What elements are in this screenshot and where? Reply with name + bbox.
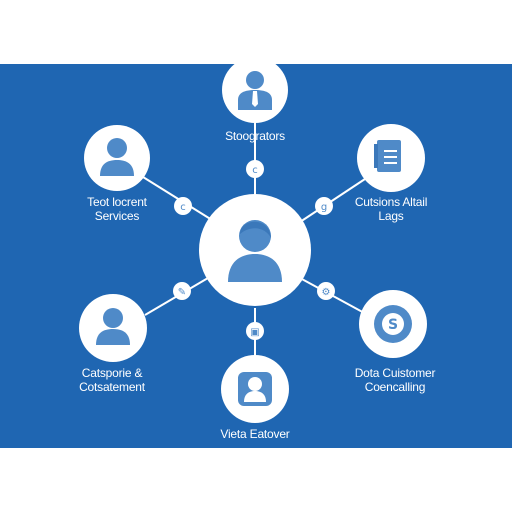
label-bottom: Vieta Eatover [200, 427, 310, 441]
node-top[interactable] [222, 57, 288, 123]
node-bottom-right[interactable]: S [359, 290, 427, 358]
node-bottom[interactable] [221, 355, 289, 423]
badge-top-right: g [315, 197, 333, 215]
node-top-right[interactable] [357, 124, 425, 192]
label-bottom-left: Catsporie & Cotsatement [62, 366, 162, 394]
connector-badges: c c g ✎ ⚙ ▣ [173, 160, 335, 340]
label-top-left: Teot locrent Services [67, 195, 167, 223]
node-top-left[interactable] [84, 125, 150, 191]
label-top-line-1: Stoogrators [225, 129, 285, 143]
business-person-icon [238, 71, 272, 110]
center-node[interactable] [199, 194, 311, 306]
label-bottom-line-1: Vieta Eatover [220, 427, 290, 441]
label-bottom-right-line-2: Coencalling [364, 380, 426, 394]
center-person-icon [228, 220, 282, 282]
label-top-left-line-2: Services [94, 209, 140, 223]
badge-bottom-left-glyph: ✎ [178, 287, 186, 298]
label-bottom-right: Dota Cuistomer Coencalling [340, 366, 450, 394]
label-top-left-line-1: Teot locrent [87, 195, 147, 209]
svg-text:S: S [388, 317, 398, 333]
connector-top-right [299, 176, 369, 223]
label-top-right-line-1: Cutsions Altail [354, 195, 428, 209]
badge-top-glyph: c [252, 165, 258, 176]
label-top-right: Cutsions Altail Lags [338, 195, 444, 223]
person-icon [96, 308, 130, 345]
connector-bottom-right [299, 277, 369, 316]
label-top-right-line-2: Lags [378, 209, 404, 223]
node-bottom-left[interactable] [79, 294, 147, 362]
badge-top-left: c [174, 197, 192, 215]
document-icon [374, 140, 401, 172]
label-bottom-right-line-1: Dota Cuistomer [354, 366, 436, 380]
badge-bottom-glyph: ▣ [250, 327, 259, 338]
label-bottom-left-line-2: Cotsatement [79, 380, 145, 394]
user-badge-icon [238, 372, 272, 406]
label-top: Stoogrators [205, 129, 305, 143]
badge-top-right-glyph: g [321, 202, 327, 213]
badge-bottom: ▣ [246, 322, 264, 340]
badge-top: c [246, 160, 264, 178]
badge-bottom-right: ⚙ [317, 282, 335, 300]
person-icon [100, 138, 134, 176]
connector-top-left [142, 176, 213, 221]
badge-bottom-right-glyph: ⚙ [322, 287, 331, 298]
label-bottom-left-line-1: Catsporie & [81, 366, 143, 380]
badge-bottom-left: ✎ [173, 282, 191, 300]
gear-icon: S [374, 305, 412, 343]
badge-top-left-glyph: c [180, 202, 186, 213]
